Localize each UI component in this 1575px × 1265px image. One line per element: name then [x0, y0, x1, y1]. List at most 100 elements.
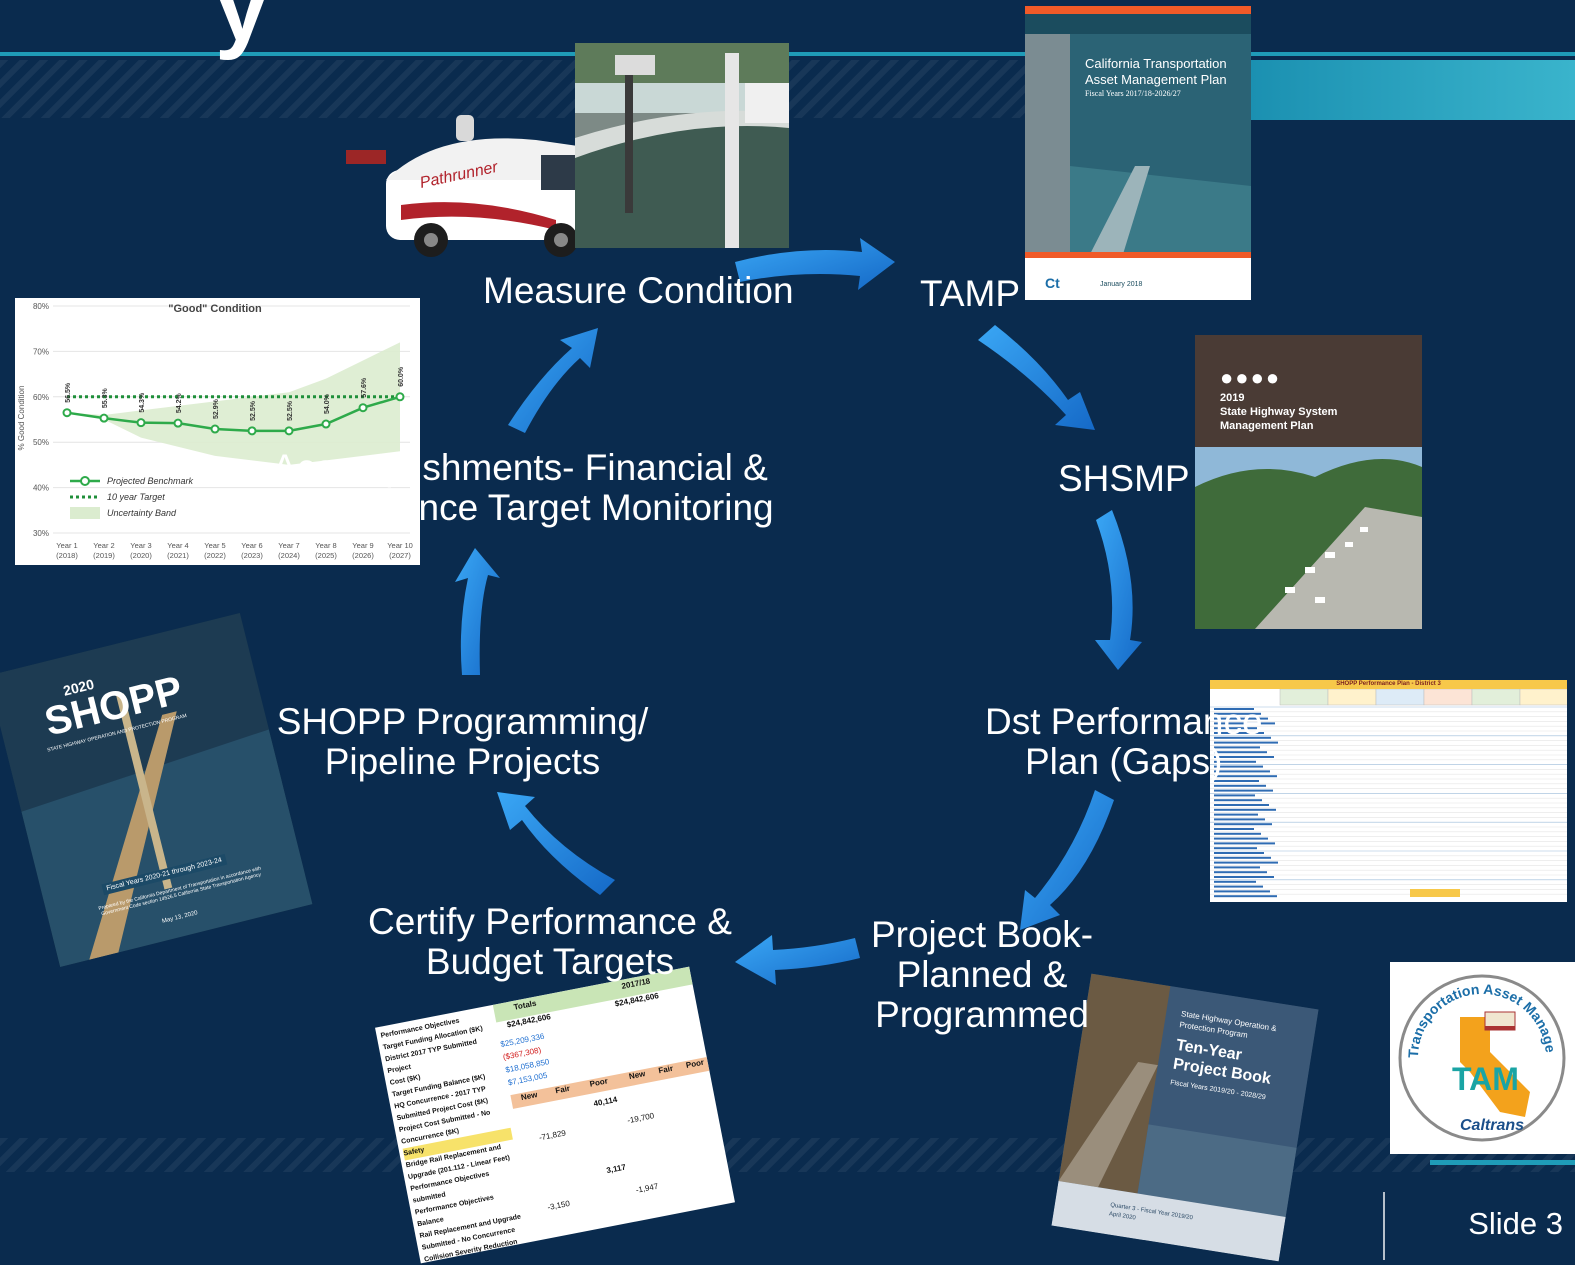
shsmp-cover-title: 2019 State Highway System Management Pla…: [1220, 392, 1338, 432]
sheet-highlight-cell: [1410, 889, 1460, 897]
sheet-row-text: [1214, 780, 1259, 782]
tamp-cover-title: California Transportation Asset Manageme…: [1085, 56, 1227, 98]
label-shsmp: SHSMP: [1058, 458, 1190, 499]
sheet-row-text: [1214, 732, 1264, 734]
y-tick-label: 30%: [33, 529, 49, 538]
arrow-tamp-to-shsmp: [978, 325, 1095, 430]
data-label: 57.6%: [361, 377, 368, 398]
slide-number-separator: [1383, 1192, 1385, 1260]
good-condition-chart: 30%40%50%60%70%80%56.5%55.3%54.3%54.2%52…: [15, 298, 420, 565]
sheet-row-text: [1214, 813, 1258, 816]
y-tick-label: 80%: [33, 302, 49, 311]
data-label: 52.5%: [250, 400, 257, 421]
tam-brand-text: Caltrans: [1460, 1117, 1524, 1134]
sheet-header-cell: [1327, 688, 1377, 706]
benchmark-point: [99, 413, 109, 423]
y-tick-label: 60%: [33, 393, 49, 402]
sheet-header-cell: [1375, 688, 1425, 706]
sheet-row-text: [1214, 856, 1271, 859]
x-tick-label: Year 8: [315, 541, 336, 550]
slide-title-fragment: y: [215, 0, 269, 61]
x-tick-date: (2020): [130, 551, 152, 560]
sheet-row-text: [1214, 799, 1262, 802]
data-label: 54.0%: [324, 393, 331, 414]
svg-text:Ct: Ct: [1045, 275, 1060, 291]
x-tick-label: Year 1: [56, 541, 77, 550]
data-label: 54.2%: [176, 393, 183, 414]
arrow-shsmp-to-dst: [1095, 510, 1142, 670]
bottom-stripe-band: [0, 1138, 1575, 1172]
label-dst-performance-plan: Dst Performance Plan (Gaps): [985, 701, 1263, 782]
top-teal-accent: [1240, 60, 1575, 120]
legend-band-swatch: [70, 507, 100, 519]
sheet-row-text: [1214, 866, 1260, 869]
x-tick-date: (2018): [56, 551, 78, 560]
sheet-row-text: [1214, 847, 1257, 850]
tamp-report-cover: Ct California Transportation Asset Manag…: [1025, 6, 1251, 300]
sheet-row-text: [1214, 804, 1269, 806]
data-label: 56.5%: [65, 382, 72, 403]
sheet-row-text: [1214, 876, 1274, 878]
condition-chart-svg: 30%40%50%60%70%80%56.5%55.3%54.3%54.2%52…: [17, 302, 413, 560]
sheet-row-text: [1214, 880, 1256, 883]
sheet-row-text: [1214, 852, 1264, 854]
legend-benchmark-label: Projected Benchmark: [107, 476, 194, 486]
x-tick-date: (2023): [241, 551, 263, 560]
sheet-row-text: [1214, 808, 1276, 811]
data-label: 60.0%: [398, 366, 405, 387]
data-label: 55.3%: [102, 388, 109, 409]
bridge-inspection-photo: [575, 43, 789, 248]
sheet-header-cell: [1279, 688, 1329, 706]
data-label: 54.3%: [139, 392, 146, 413]
x-tick-date: (2019): [93, 551, 115, 560]
arrow-shopp-to-accomp: [455, 548, 500, 675]
y-tick-label: 40%: [33, 484, 49, 493]
perf-value-c: -3,150: [546, 1198, 571, 1213]
sheet-header-cell: [1471, 688, 1521, 706]
benchmark-point: [395, 392, 405, 402]
x-tick-label: Year 6: [241, 541, 262, 550]
x-tick-label: Year 10: [387, 541, 413, 550]
x-tick-label: Year 5: [204, 541, 225, 550]
sheet-row-text: [1214, 765, 1263, 768]
uncertainty-band: [67, 342, 400, 465]
ten-year-project-book-cover: State Highway Operation & Protection Pro…: [1051, 973, 1319, 1262]
sheet-row-text: [1214, 828, 1254, 830]
benchmark-point: [284, 426, 294, 436]
benchmark-point: [247, 426, 257, 436]
arrow-book-to-certify: [735, 935, 860, 985]
sheet-row-text: [1214, 741, 1278, 744]
sheet-row-text: [1214, 751, 1267, 754]
label-tamp: TAMP: [920, 273, 1021, 314]
perf-value-b: -19,700: [626, 1111, 655, 1126]
shopp-2020-cover: 2020 SHOPP STATE HIGHWAY OPERATION AND P…: [0, 613, 313, 967]
sheet-row-text: [1214, 722, 1275, 725]
x-tick-label: Year 9: [352, 541, 373, 550]
sheet-header-cell: [1519, 688, 1567, 706]
legend-target-label: 10 year Target: [107, 492, 165, 502]
data-label: 52.5%: [287, 400, 294, 421]
sheet-row-text: [1214, 818, 1265, 821]
perf-value-d: -1,947: [635, 1181, 660, 1195]
arrow-accomp-to-measure: [508, 328, 598, 433]
label-shopp-programming: SHOPP Programming/ Pipeline Projects: [276, 701, 649, 782]
sheet-row-text: [1214, 871, 1267, 874]
y-axis-label: % Good Condition: [17, 386, 26, 451]
benchmark-point: [210, 424, 220, 434]
perf-value-poor1: 40,114: [592, 1094, 619, 1109]
sheet-row-text: [1214, 832, 1261, 835]
benchmark-point: [358, 403, 368, 413]
y-tick-label: 50%: [33, 438, 49, 447]
district-performance-spreadsheet: SHOPP Performance Plan - District 3: [1210, 680, 1567, 902]
shsmp-icons: ●●●●: [1220, 365, 1282, 390]
sheet-row-text: [1214, 789, 1273, 792]
sheet-row-text: [1214, 794, 1255, 797]
sheet-row-text: [1214, 712, 1261, 715]
benchmark-point: [62, 408, 72, 418]
x-tick-label: Year 3: [130, 541, 151, 550]
x-tick-date: (2024): [278, 551, 300, 560]
x-tick-date: (2026): [352, 551, 374, 560]
sheet-row-text: [1214, 775, 1277, 778]
label-measure-condition: Measure Condition: [483, 270, 794, 311]
